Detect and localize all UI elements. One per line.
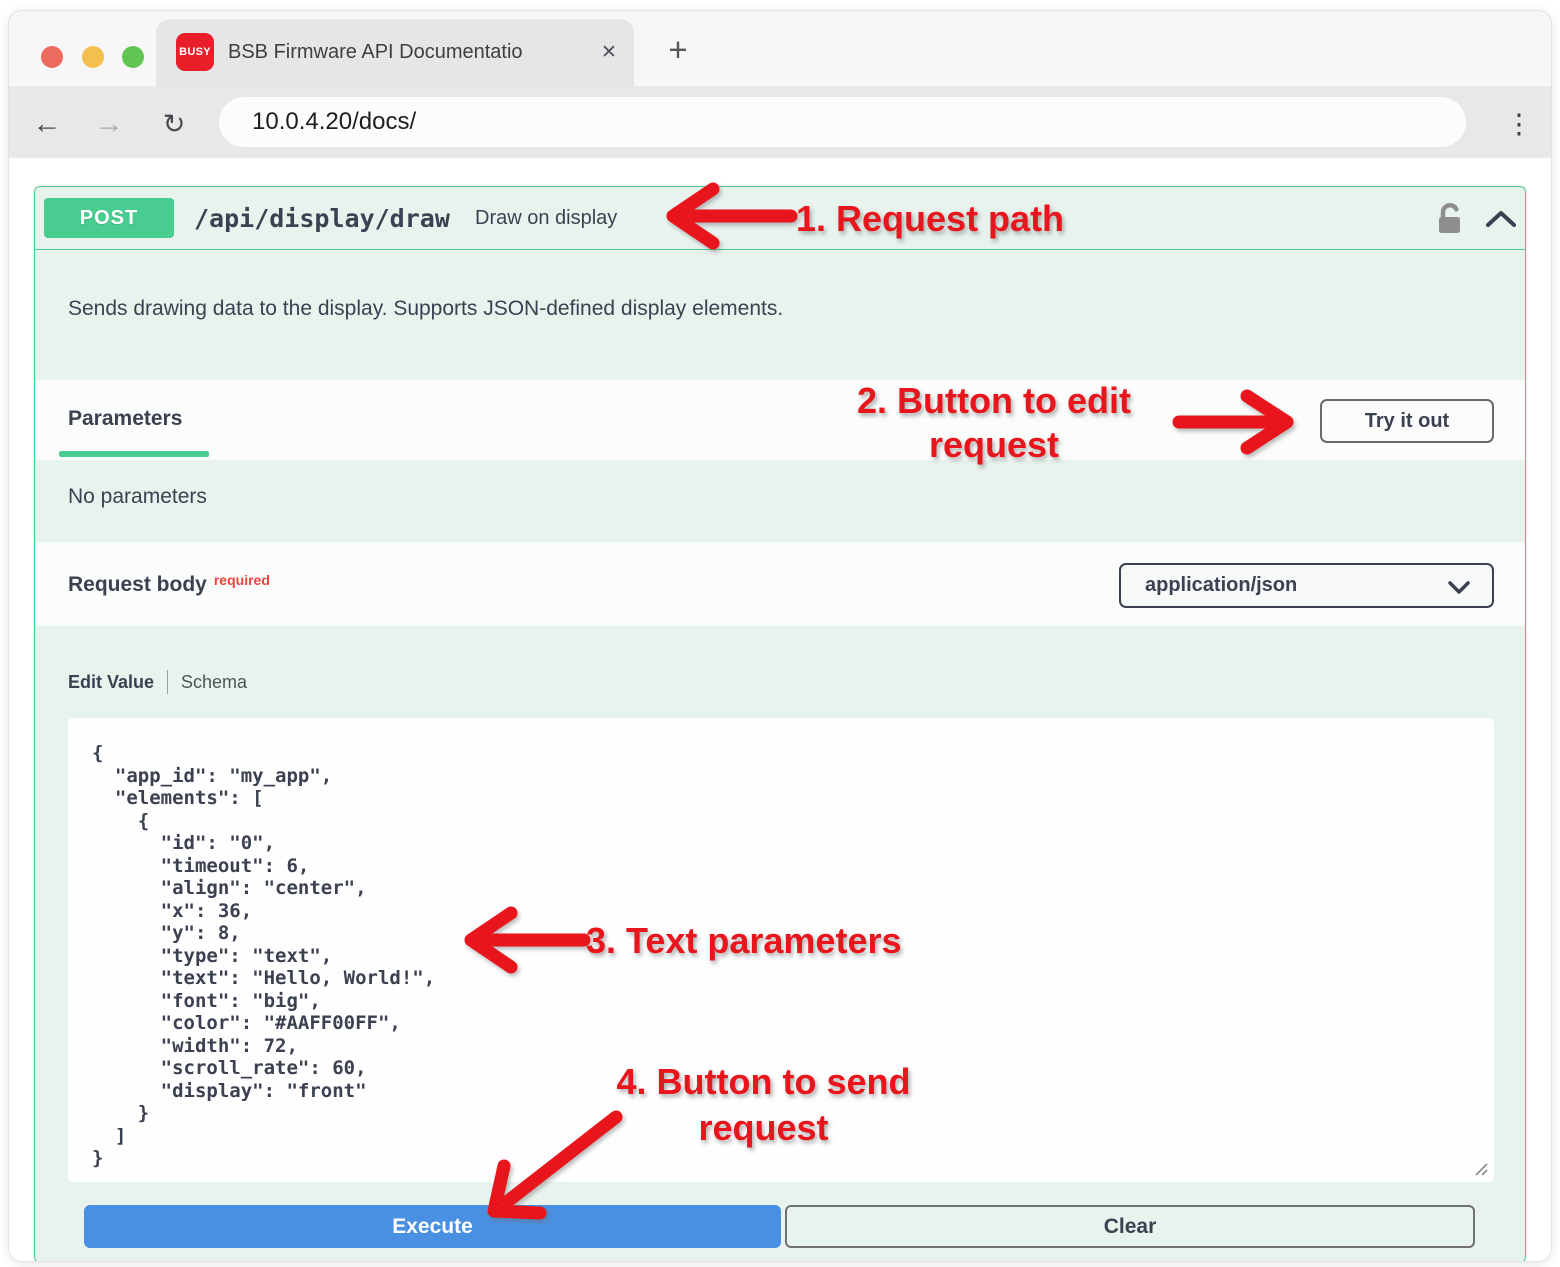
endpoint-path: /api/display/draw xyxy=(194,204,450,233)
endpoint-summary: Draw on display xyxy=(475,207,618,229)
traffic-light-minimize[interactable] xyxy=(82,46,104,68)
close-tab-icon[interactable]: ✕ xyxy=(601,41,617,63)
request-body-editor[interactable]: { "app_id": "my_app", "elements": [ { "i… xyxy=(68,718,1494,1182)
browser-toolbar: ← → ↻ 10.0.4.20/docs/ ⋮ xyxy=(9,86,1551,158)
endpoint-description: Sends drawing data to the display. Suppo… xyxy=(68,297,784,320)
request-body-json: { "app_id": "my_app", "elements": [ { "i… xyxy=(92,742,436,1169)
execute-button[interactable]: Execute xyxy=(84,1205,781,1248)
reload-icon[interactable]: ↻ xyxy=(162,108,186,139)
browser-tab[interactable]: BUSY BSB Firmware API Documentatio ✕ xyxy=(156,19,634,86)
browser-menu-icon[interactable]: ⋮ xyxy=(1505,108,1533,139)
tab-divider xyxy=(167,670,169,694)
annotation-send-request-line2: request xyxy=(698,1107,829,1148)
request-body-section-header: Request body required application/json xyxy=(35,542,1525,626)
request-body-title-text: Request body xyxy=(68,573,207,596)
traffic-light-maximize[interactable] xyxy=(122,46,144,68)
annotation-arrow-left-icon xyxy=(464,906,591,974)
content-type-value: application/json xyxy=(1145,574,1298,596)
clear-button[interactable]: Clear xyxy=(785,1205,1475,1248)
endpoint-header[interactable]: POST /api/display/draw Draw on display xyxy=(35,187,1525,250)
body-value-tabs: Edit Value Schema xyxy=(68,670,247,694)
tab-schema[interactable]: Schema xyxy=(181,671,248,692)
annotation-edit-request-line1: 2. Button to edit xyxy=(857,380,1131,421)
annotation-request-path: 1. Request path xyxy=(796,198,1065,239)
resize-handle-icon[interactable] xyxy=(1473,1161,1489,1177)
forward-icon[interactable]: → xyxy=(94,107,124,140)
try-it-out-button[interactable]: Try it out xyxy=(1320,399,1494,443)
request-body-title: Request body required xyxy=(68,572,270,597)
annotation-send-request: 4. Button to send request xyxy=(596,1059,931,1151)
collapse-chevron-up-icon[interactable] xyxy=(1483,207,1519,231)
chevron-down-icon xyxy=(1448,581,1470,594)
traffic-light-close[interactable] xyxy=(41,46,63,68)
no-parameters-text: No parameters xyxy=(68,485,207,508)
annotation-arrow-diagonal-icon xyxy=(487,1110,623,1220)
back-icon[interactable]: ← xyxy=(32,107,62,140)
method-badge: POST xyxy=(44,198,174,238)
annotation-edit-request: 2. Button to edit request xyxy=(829,379,1159,467)
busy-favicon-icon: BUSY xyxy=(176,33,214,71)
tab-strip: BUSY BSB Firmware API Documentatio ✕ + xyxy=(9,11,1551,86)
annotation-text-parameters: 3. Text parameters xyxy=(586,920,902,961)
parameters-title: Parameters xyxy=(68,407,183,430)
annotation-send-request-line1: 4. Button to send xyxy=(616,1061,911,1102)
required-badge: required xyxy=(213,572,270,588)
annotation-arrow-left-icon xyxy=(666,182,798,250)
browser-window: BUSY BSB Firmware API Documentatio ✕ + ←… xyxy=(8,10,1552,1262)
annotation-arrow-right-icon xyxy=(1172,389,1294,455)
parameters-active-underline xyxy=(59,451,209,457)
content-type-select[interactable]: application/json xyxy=(1119,563,1494,608)
tab-title: BSB Firmware API Documentatio xyxy=(228,41,523,63)
tab-edit-value[interactable]: Edit Value xyxy=(68,671,155,692)
auth-open-lock-icon[interactable] xyxy=(1435,202,1465,236)
annotation-edit-request-line2: request xyxy=(928,424,1060,465)
new-tab-button[interactable]: + xyxy=(668,31,688,68)
address-bar[interactable]: 10.0.4.20/docs/ xyxy=(219,97,1466,147)
